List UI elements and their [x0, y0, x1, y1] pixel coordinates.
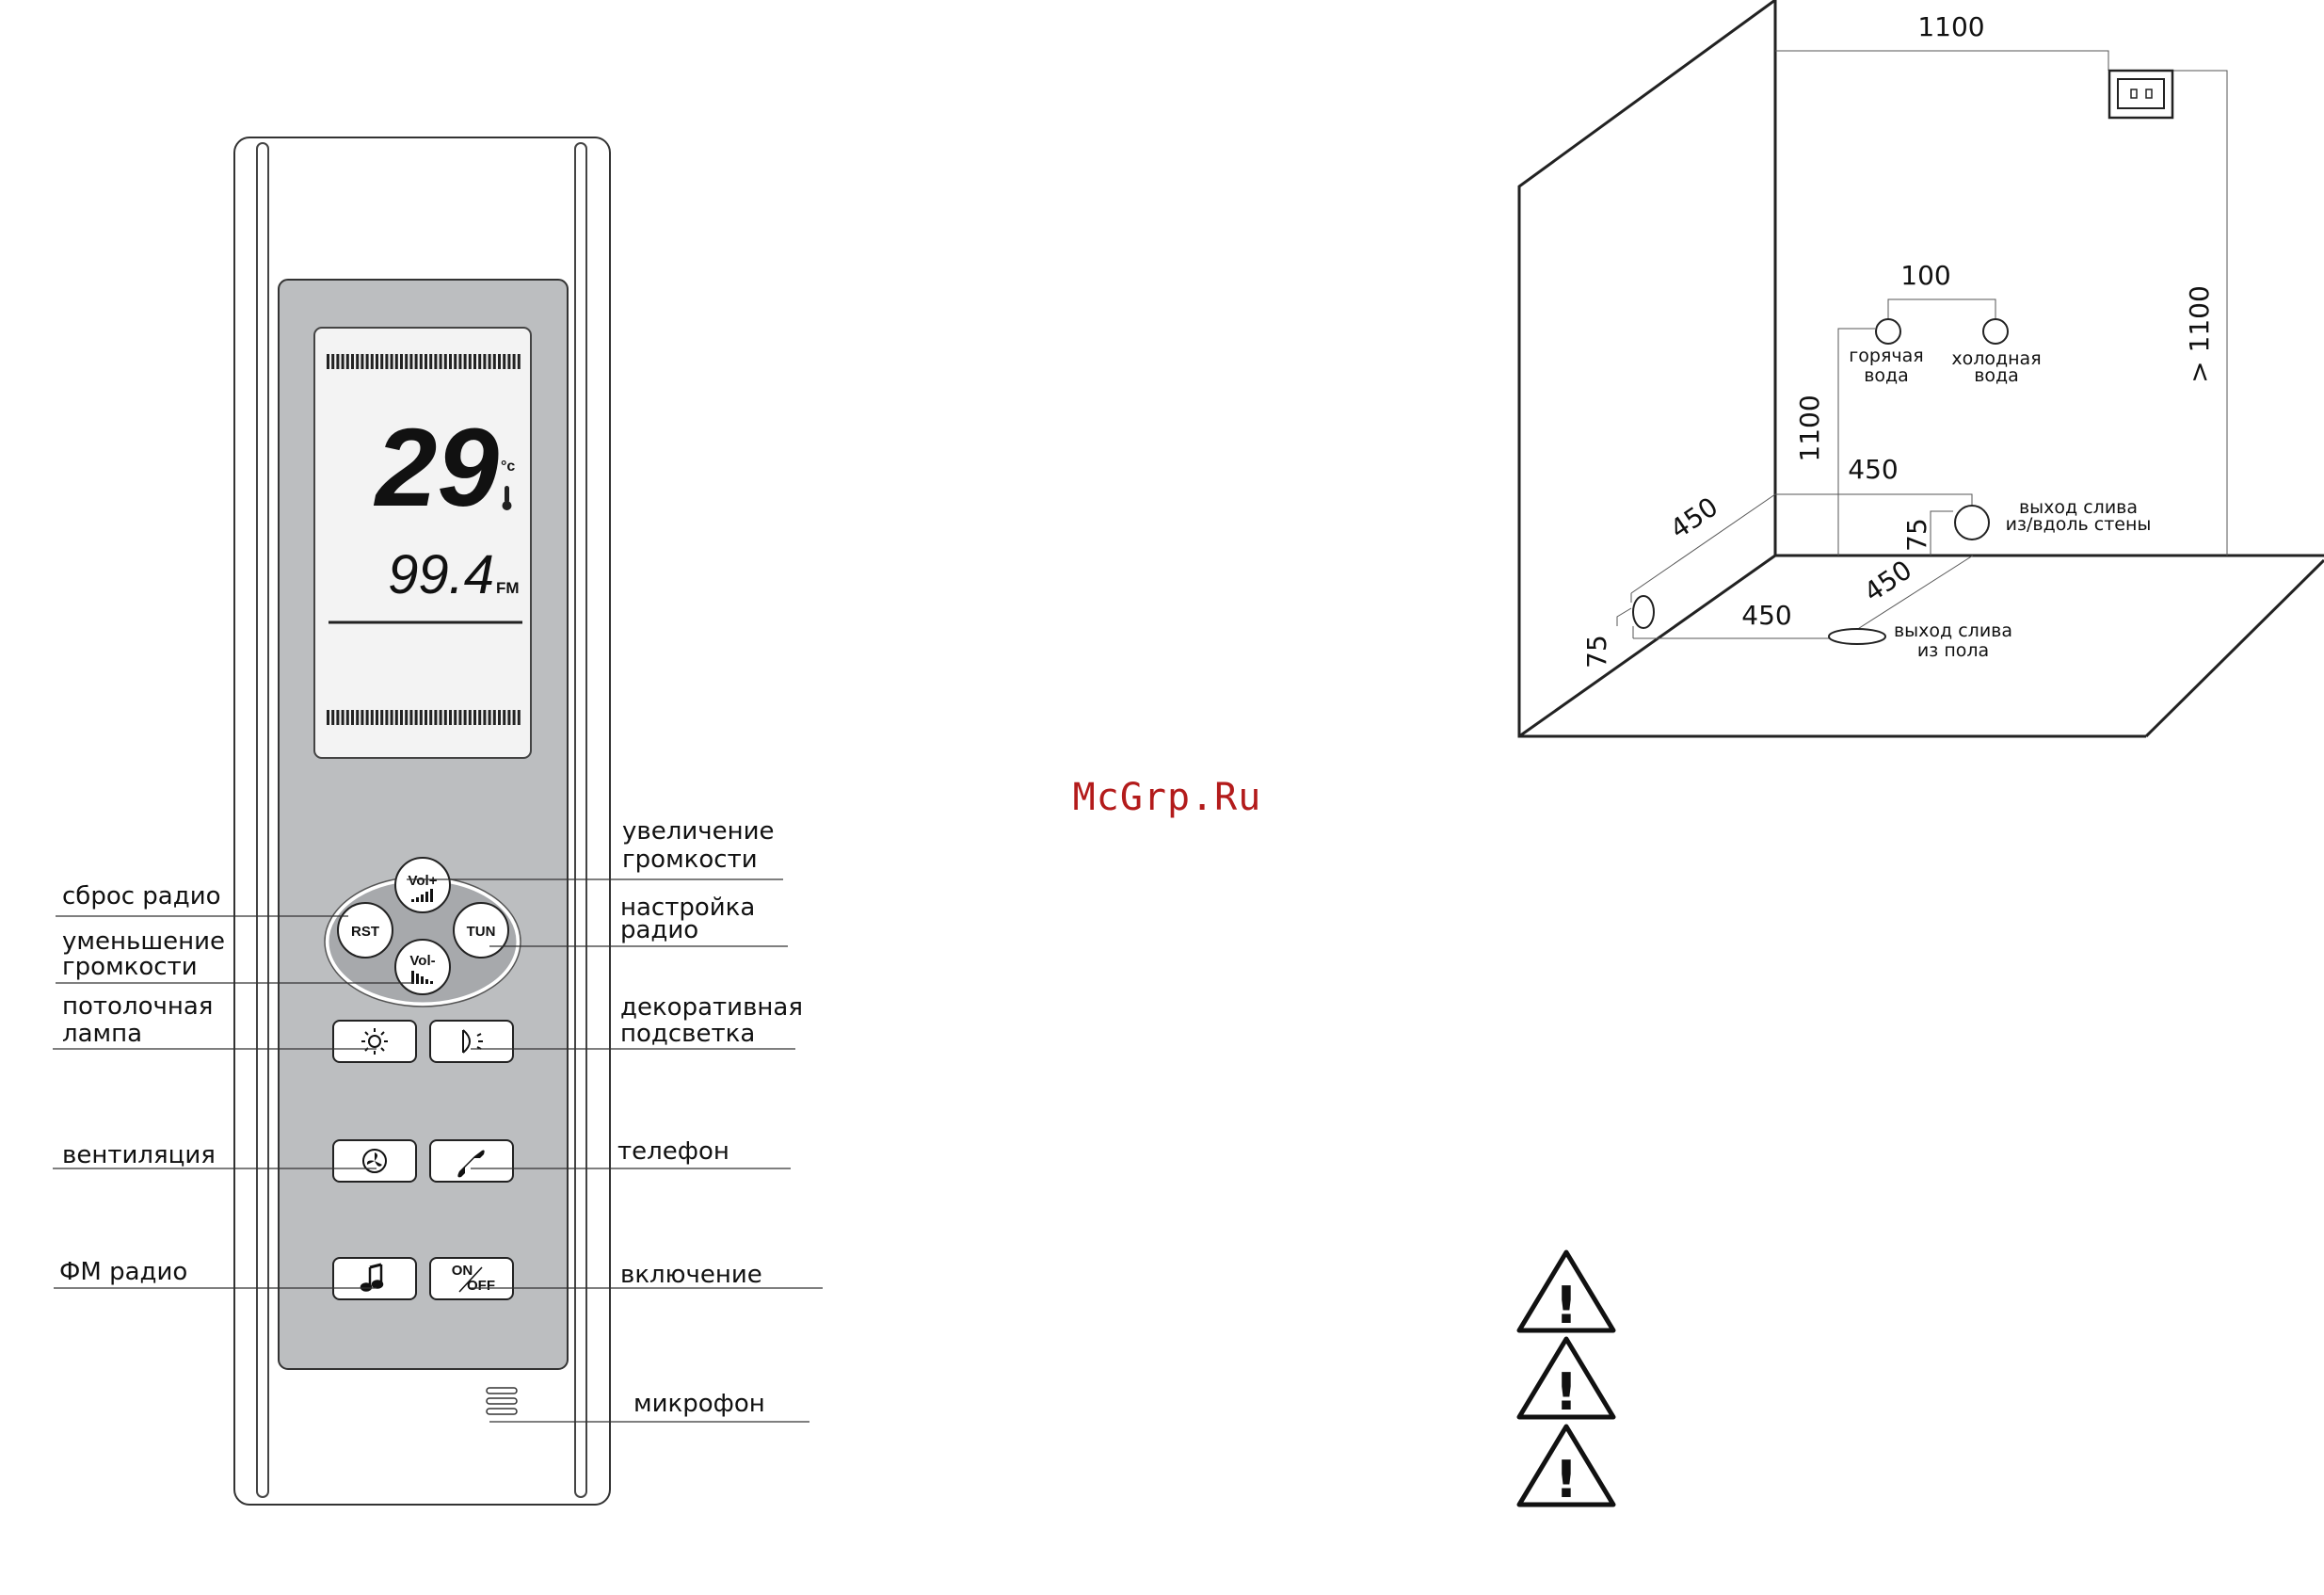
cold-water-outlet — [1982, 318, 2009, 345]
sun-icon — [361, 1028, 388, 1055]
dim-height-right: > 1100 — [2184, 285, 2215, 383]
dim-pipe-spacing: 100 — [1900, 260, 1950, 291]
dim-floor-b: 450 — [1858, 554, 1917, 607]
label-vol-down-2: громкости — [62, 953, 198, 981]
fm-radio-button[interactable] — [332, 1257, 417, 1300]
reset-button[interactable]: RST — [337, 902, 393, 959]
label-tune-1: настройка — [620, 894, 755, 922]
label-cold-water-1: холодная — [1951, 348, 2041, 369]
label-phone: телефон — [617, 1137, 729, 1166]
dim-depth-left: 450 — [1664, 491, 1723, 544]
vol-down-button[interactable]: Vol- — [394, 939, 451, 995]
label-decor-light-2: подсветка — [620, 1020, 755, 1048]
label-floor-drain-1: выход слива — [1894, 620, 2012, 641]
lcd-screen — [313, 327, 532, 759]
label-vol-up-2: громкости — [622, 846, 758, 874]
dim-drain-wall: 75 — [1901, 518, 1932, 552]
watermark: McGrp.Ru — [1073, 776, 1262, 819]
label-power: включение — [620, 1261, 762, 1289]
left-floor-edge — [1518, 554, 1776, 738]
remote-control: 29 °c 99.4 FM Vol+ RST TUN Vol- — [53, 137, 823, 1506]
side-drain-outlet — [1632, 595, 1655, 629]
warning-exclamation: ! — [1555, 1362, 1579, 1422]
label-wall-drain-1: выход слива — [2019, 497, 2138, 518]
band-indicator: FM — [496, 579, 520, 597]
vol-down-button-label: Vol- — [409, 953, 435, 969]
phone-button[interactable] — [429, 1139, 514, 1183]
label-ceiling-lamp-2: лампа — [62, 1020, 142, 1048]
wall-drain-outlet — [1954, 505, 1990, 540]
power-socket-icon — [2108, 69, 2174, 120]
signal-up-icon — [411, 889, 433, 902]
warning-triangle-icon: ! — [1516, 1336, 1616, 1422]
lcd-top-bar — [327, 354, 521, 369]
hot-water-outlet — [1875, 318, 1901, 345]
dim-top-width: 1100 — [1917, 11, 1984, 42]
leader-lines — [53, 878, 823, 1423]
lcd-bottom-bar — [327, 710, 521, 725]
label-decor-light-1: декоративная — [620, 993, 803, 1022]
power-button[interactable]: ON OFF — [429, 1257, 514, 1300]
tune-button[interactable]: TUN — [453, 902, 509, 959]
decor-light-button[interactable] — [429, 1020, 514, 1063]
warning-exclamation: ! — [1555, 1276, 1579, 1335]
power-on-label: ON — [452, 1263, 473, 1279]
dim-floor-a: 450 — [1741, 600, 1791, 631]
temperature-readout: 29 — [374, 406, 500, 530]
phone-icon — [457, 1150, 485, 1178]
remote-left-rail — [256, 142, 269, 1498]
label-hot-water-2: вода — [1864, 365, 1909, 386]
ceiling-lamp-button[interactable] — [332, 1020, 417, 1063]
label-tune-2: радио — [620, 916, 698, 944]
vol-up-button-label: Vol+ — [409, 873, 438, 889]
label-wall-drain-2: из/вдоль стены — [2006, 514, 2152, 535]
dim-height-left: 1100 — [1794, 395, 1825, 461]
tune-button-label: TUN — [467, 924, 496, 940]
frequency-readout: 99.4 — [388, 544, 494, 605]
remote-right-rail — [574, 142, 587, 1498]
floor-drain-outlet — [1828, 628, 1886, 645]
dim-drain-side: 75 — [1581, 635, 1612, 669]
vol-up-button[interactable]: Vol+ — [394, 857, 451, 913]
installation-diagram — [1517, 0, 2324, 738]
music-note-icon — [360, 1263, 384, 1292]
warning-icons: !!! — [1516, 1249, 1616, 1509]
label-floor-drain-2: из пола — [1917, 640, 1989, 661]
label-ceiling-lamp-1: потолочная — [62, 992, 213, 1021]
microphone-grille — [486, 1387, 518, 1415]
label-hot-water-1: горячая — [1849, 346, 1923, 366]
dim-depth-back: 450 — [1848, 454, 1898, 485]
label-vol-up-1: увеличение — [622, 817, 774, 846]
fan-icon — [362, 1149, 387, 1173]
label-cold-water-2: вода — [1974, 365, 2019, 386]
warning-triangle-icon: ! — [1516, 1424, 1616, 1509]
warning-triangle-icon: ! — [1516, 1249, 1616, 1335]
front-floor-edge — [2144, 558, 2324, 738]
thermometer-icon — [502, 486, 512, 510]
power-off-label: OFF — [467, 1278, 495, 1294]
power-slash-icon — [458, 1266, 483, 1293]
label-ventilation: вентиляция — [62, 1141, 216, 1169]
label-fm-radio: ФМ радио — [59, 1258, 187, 1286]
warning-exclamation: ! — [1555, 1450, 1579, 1509]
label-reset: сброс радио — [62, 882, 221, 910]
ventilation-button[interactable] — [332, 1139, 417, 1183]
reset-button-label: RST — [351, 924, 379, 940]
signal-down-icon — [411, 971, 433, 984]
lightbulb-icon — [462, 1029, 483, 1054]
label-vol-down-1: уменьшение — [62, 927, 225, 956]
temperature-unit: °c — [501, 459, 515, 475]
label-microphone: микрофон — [633, 1390, 765, 1418]
